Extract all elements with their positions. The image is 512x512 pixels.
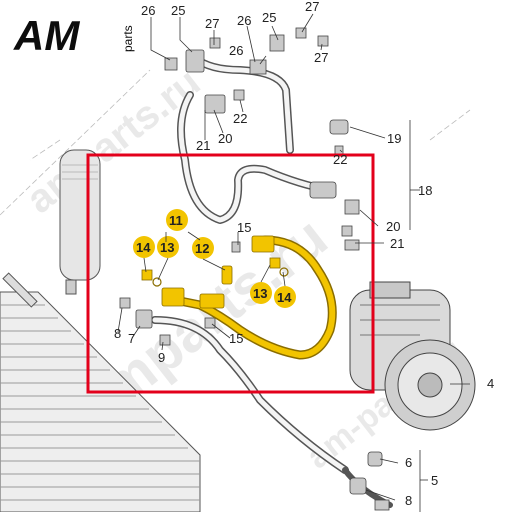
callout-11: 11 [169, 213, 183, 228]
callouts-normal: 26 25 27 26 25 26 27 27 22 20 21 19 22 1… [114, 0, 494, 508]
callout-21a: 21 [196, 138, 210, 153]
callout-27c: 27 [314, 50, 328, 65]
callout-26b: 26 [237, 13, 251, 28]
condenser [0, 272, 201, 512]
am-parts-logo: AM parts [13, 12, 135, 59]
callout-26a: 26 [141, 3, 155, 18]
logo-brand: AM [13, 12, 80, 59]
callout-22a: 22 [233, 111, 247, 126]
callout-20b: 20 [386, 219, 400, 234]
callout-8: 8 [114, 326, 121, 341]
callout-27b: 27 [305, 0, 319, 14]
highlighted-pressure-hose [141, 235, 337, 360]
highlight-frame [86, 153, 375, 394]
leader-lines [117, 13, 470, 512]
callout-13a: 13 [160, 240, 174, 255]
callout-26c: 26 [229, 43, 243, 58]
callout-6: 6 [405, 455, 412, 470]
callout-14a: 14 [136, 240, 151, 255]
callout-7: 7 [128, 331, 135, 346]
callout-20a: 20 [218, 131, 232, 146]
logo-suffix: parts [121, 25, 135, 52]
callout-14b: 14 [277, 290, 292, 305]
callout-19: 19 [387, 131, 401, 146]
callout-27a: 27 [205, 16, 219, 31]
reference-lines [0, 69, 471, 216]
callout-12: 12 [195, 241, 209, 256]
callout-5: 5 [431, 473, 438, 488]
callouts-highlight: 11 14 13 12 13 14 [136, 213, 292, 305]
ac-compressor [349, 281, 476, 431]
callout-9: 9 [158, 350, 165, 365]
callout-15a: 15 [237, 220, 251, 235]
callout-8b: 8 [405, 493, 412, 508]
callout-13b: 13 [253, 286, 267, 301]
receiver-drier [59, 149, 101, 295]
callout-25b: 25 [262, 10, 276, 25]
callout-18: 18 [418, 183, 432, 198]
grey-fittings [119, 27, 390, 511]
callout-21b: 21 [390, 236, 404, 251]
callout-22b: 22 [333, 152, 347, 167]
callout-25a: 25 [171, 3, 185, 18]
callout-15b: 15 [229, 331, 243, 346]
highlight-circles [133, 209, 296, 308]
grey-hoses [151, 54, 393, 508]
callout-4: 4 [487, 376, 494, 391]
